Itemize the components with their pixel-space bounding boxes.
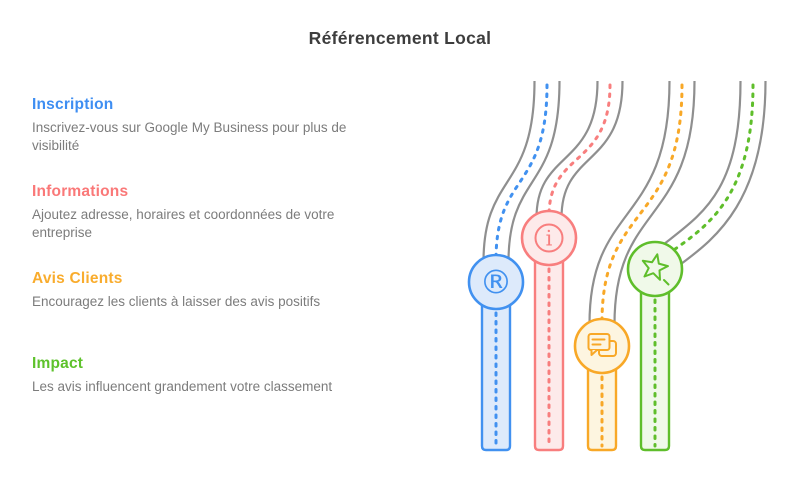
section-inscription: Inscription Inscrivez-vous sur Google My… xyxy=(32,95,424,155)
svg-text:i: i xyxy=(546,227,553,251)
info-icon: i xyxy=(534,223,564,253)
track-line xyxy=(560,80,624,219)
star-icon xyxy=(641,253,670,286)
track-line xyxy=(507,80,561,263)
node-circle xyxy=(520,209,578,267)
impact-node xyxy=(626,240,684,452)
avis-clients-track xyxy=(588,80,696,325)
impact-track xyxy=(658,80,767,265)
section-impact: Impact Les avis influencent grandement v… xyxy=(32,354,424,396)
route-dash-line xyxy=(494,83,549,262)
svg-text:®: ® xyxy=(480,263,513,302)
track-line xyxy=(680,80,767,265)
section-description: Ajoutez adresse, horaires et coordonnées… xyxy=(32,207,335,240)
section-heading: Informations xyxy=(32,183,129,200)
section-description: Encouragez les clients à laisser des avi… xyxy=(32,294,321,309)
section-description: Inscrivez-vous sur Google My Business po… xyxy=(32,120,347,153)
section-heading: Avis Clients xyxy=(32,270,123,287)
inscription-node: ® xyxy=(467,253,525,452)
section-informations: Informations Ajoutez adresse, horaires e… xyxy=(32,182,424,242)
registered-icon: ® xyxy=(480,263,513,302)
informations-track xyxy=(535,80,624,219)
page-title: Référencement Local xyxy=(308,28,492,48)
route-dash-line xyxy=(600,83,684,324)
avis-clients-node xyxy=(573,317,631,452)
chat-icon xyxy=(587,333,617,357)
informations-node: i xyxy=(520,209,578,452)
route-dash-line xyxy=(547,83,612,218)
section-avis-clients: Avis Clients Encouragez les clients à la… xyxy=(32,269,424,311)
section-heading: Inscription xyxy=(32,96,114,113)
track-line xyxy=(658,80,742,249)
route-dash-line xyxy=(666,83,755,256)
section-description: Les avis influencent grandement votre cl… xyxy=(32,379,333,394)
track-line xyxy=(535,80,599,219)
section-heading: Impact xyxy=(32,355,84,372)
inscription-track xyxy=(482,80,561,263)
track-line xyxy=(588,80,671,325)
track-line xyxy=(613,80,696,325)
node-circle xyxy=(467,253,525,311)
track-line xyxy=(482,80,536,263)
